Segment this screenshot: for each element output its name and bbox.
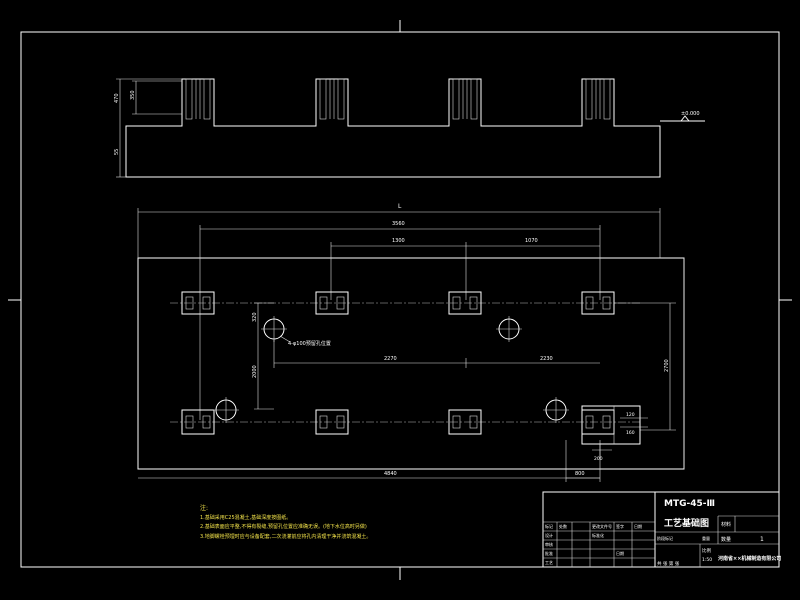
date-label: 日期: [616, 550, 624, 556]
ground-level-label: ±0.000: [681, 111, 700, 117]
pedestal-detail: [581, 405, 648, 458]
dim-mid-right: 1070: [525, 238, 538, 244]
standard-label: 标准化: [592, 532, 604, 538]
quantity-label: 数量: [721, 536, 731, 543]
ground-level-symbol: [680, 115, 690, 122]
drawing-model: MTG-45-Ⅲ: [664, 499, 715, 509]
dim-pier-height: 470: [114, 93, 120, 103]
elevation-section-view: ±0.000 470 350 55: [114, 78, 705, 178]
dim-bottom-main: 4840: [384, 471, 397, 477]
note-item: 3.地脚螺栓预埋时应与设备配套,二次浇灌前应将孔内清理干净并浇筑混凝土。: [200, 533, 371, 540]
dim-inner-right: 2230: [540, 356, 553, 362]
process-label: 工艺: [545, 560, 553, 565]
pedestal: [448, 409, 482, 435]
dim-detail-b: 160: [626, 430, 635, 436]
sheet-border: [8, 20, 792, 580]
dim-hole-offset: 320: [252, 312, 258, 322]
dim-detail-c: 200: [594, 456, 603, 462]
plan-view: L 3560 1300 1070: [137, 203, 685, 482]
dim-base-thickness: 55: [114, 149, 120, 155]
sheet-label: 共 张 第 张: [657, 560, 680, 567]
title-cell: 签字: [616, 523, 624, 529]
dim-overall-length: L: [398, 203, 402, 210]
pedestal: [181, 409, 215, 435]
note-item: 2.基础表面应平整,不得有裂缝,预留孔位置应准确无误。(地下水位高时另做): [200, 523, 367, 530]
weight-label: 重量: [702, 535, 710, 541]
pier-details: [185, 78, 611, 120]
material-label: 材料: [721, 521, 731, 528]
designer-label: 设计: [545, 532, 553, 538]
title-cell: 更改文件号: [592, 523, 612, 529]
dim-bottom-small: 800: [575, 471, 585, 477]
company-name: 河南省××机械制造有限公司: [717, 555, 781, 562]
dim-vertical-left: 2000: [252, 365, 258, 378]
dim-vertical-right: 2700: [664, 359, 670, 372]
quantity-value: 1: [760, 536, 764, 543]
title-cell: 标记: [545, 523, 553, 529]
pedestal: [315, 409, 349, 435]
dim-detail-a: 120: [626, 412, 635, 418]
pedestal: [181, 291, 215, 315]
title-cell: 处数: [559, 523, 567, 529]
approver-label: 批准: [545, 550, 553, 556]
stage-mark-label: 阶段标记: [657, 535, 673, 541]
note-item: 1.基础采用C25混凝土,基础深度按图纸。: [200, 514, 291, 521]
dim-inner-left: 2270: [384, 356, 397, 362]
foundation-outline: [137, 257, 685, 470]
notes-heading: 注:: [200, 504, 208, 512]
title-block: 标记 处数 更改文件号 签字 日期 设计 标准化 审核 阶段标记 重量 批准 日…: [542, 491, 781, 568]
drawing-name: 工艺基础图: [664, 517, 709, 529]
hole-callout: 4-φ100预留孔位置: [288, 340, 331, 347]
elevation-dimensions: [116, 78, 182, 178]
notes: 注: 1.基础采用C25混凝土,基础深度按图纸。 2.基础表面应平整,不得有裂缝…: [200, 504, 371, 540]
scale-value: 1:50: [702, 557, 712, 563]
dim-top-span: 3560: [392, 221, 405, 227]
checker-label: 审核: [545, 541, 553, 547]
pedestal: [448, 291, 482, 315]
pedestal-group: [181, 291, 615, 435]
title-cell: 日期: [634, 523, 642, 529]
dim-mid-left: 1300: [392, 238, 405, 244]
base-slab-outline: [125, 78, 661, 178]
reserved-holes: [213, 316, 569, 423]
dim-inner-height: 350: [130, 90, 136, 100]
scale-label: 比例: [702, 547, 711, 554]
pedestal: [315, 291, 349, 315]
